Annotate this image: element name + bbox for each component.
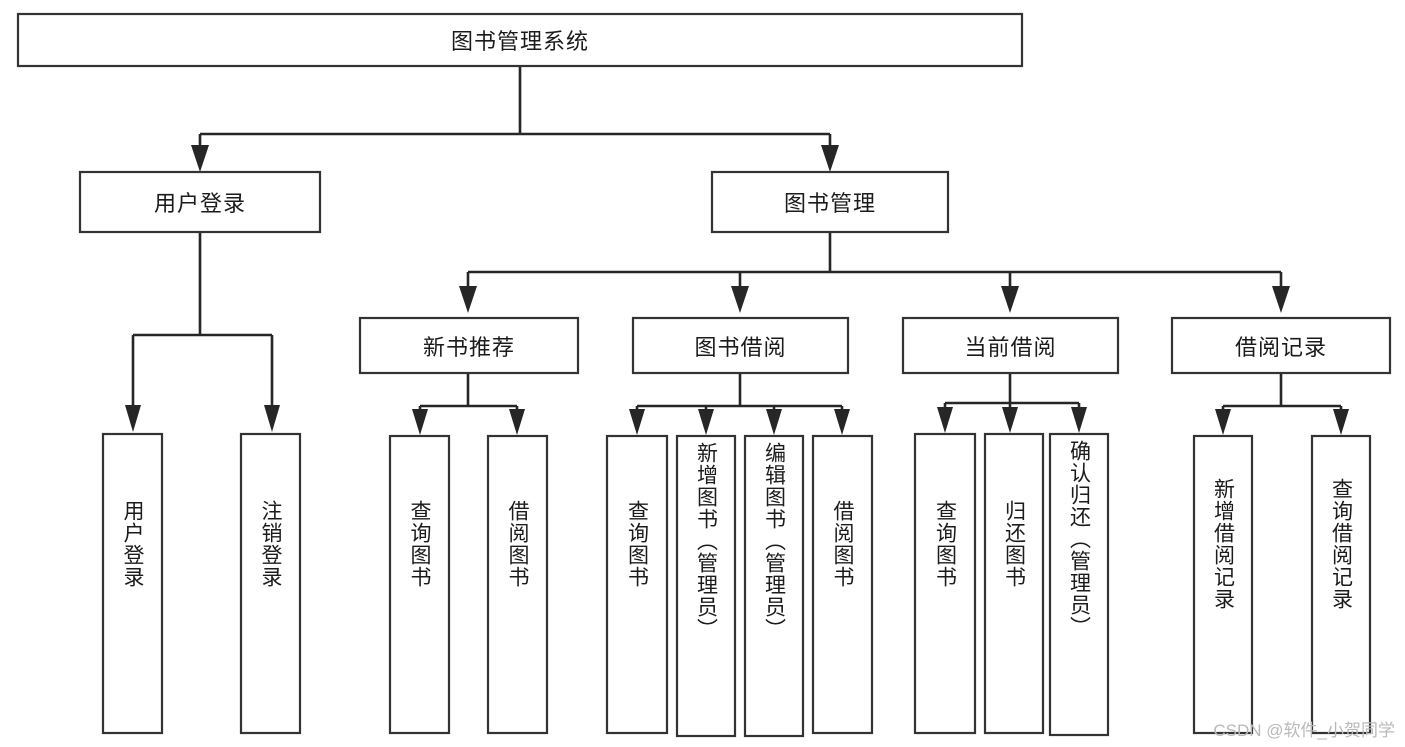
arrow-head-bb-borrow-book <box>834 409 850 435</box>
arrow-head-new-book-recommend <box>459 286 477 313</box>
arrow-head-nbr-borrow-book <box>509 409 525 435</box>
node-box-new-book-recommend[interactable] <box>358 316 580 375</box>
node-box-leaf-cb-confirm-return[interactable] <box>1048 432 1110 737</box>
arrow-head-cb-query-book <box>937 407 953 433</box>
node-box-leaf-br-add-record[interactable] <box>1192 434 1254 735</box>
arrow-head-leaf-user-login <box>125 405 141 432</box>
connector-group-user-login <box>125 232 280 432</box>
arrow-head-br-query-record <box>1333 409 1349 435</box>
node-box-root[interactable] <box>16 12 1024 68</box>
node-box-user-login[interactable] <box>78 170 322 234</box>
node-box-leaf-bb-add-book[interactable] <box>675 434 737 738</box>
node-box-leaf-cb-query-book[interactable] <box>913 432 977 735</box>
node-box-book-borrow[interactable] <box>631 316 850 375</box>
connector-group-root <box>191 66 839 172</box>
arrow-head-borrow-record <box>1272 286 1290 313</box>
node-box-leaf-logout[interactable] <box>239 432 302 735</box>
arrow-head-book-manage <box>821 145 839 172</box>
node-box-leaf-user-login[interactable] <box>101 432 164 735</box>
node-box-leaf-nbr-query-book[interactable] <box>388 434 451 735</box>
connector-group-book-borrow <box>629 373 850 435</box>
node-box-leaf-nbr-borrow-book[interactable] <box>486 434 549 735</box>
connector-group-borrow-record <box>1215 373 1349 435</box>
node-box-current-borrow[interactable] <box>901 316 1120 375</box>
arrow-head-bb-edit-book <box>766 409 782 435</box>
arrow-head-bb-add-book <box>698 409 714 435</box>
connector-group-new-book-recommend <box>412 373 525 435</box>
node-box-book-manage[interactable] <box>710 170 950 234</box>
arrow-head-cb-confirm-return <box>1071 407 1087 433</box>
arrow-head-cb-return-book <box>1002 407 1018 433</box>
arrow-head-br-add-record <box>1215 409 1231 435</box>
arrow-head-current-borrow <box>1001 286 1019 313</box>
node-box-leaf-bb-borrow-book[interactable] <box>811 434 874 735</box>
arrow-head-book-borrow <box>731 286 749 313</box>
node-box-leaf-bb-edit-book[interactable] <box>743 434 805 738</box>
arrow-head-user-login <box>191 145 209 172</box>
node-box-leaf-bb-query-book[interactable] <box>605 434 669 735</box>
connector-group-book-manage <box>459 232 1290 313</box>
arrow-head-nbr-query-book <box>412 409 428 435</box>
arrow-head-leaf-logout <box>264 405 280 432</box>
arrow-head-bb-query-book <box>629 409 645 435</box>
node-box-borrow-record[interactable] <box>1170 316 1392 375</box>
connector-group-current-borrow <box>937 373 1087 433</box>
node-box-leaf-cb-return-book[interactable] <box>983 432 1045 735</box>
node-box-leaf-br-query-record[interactable] <box>1310 434 1372 735</box>
